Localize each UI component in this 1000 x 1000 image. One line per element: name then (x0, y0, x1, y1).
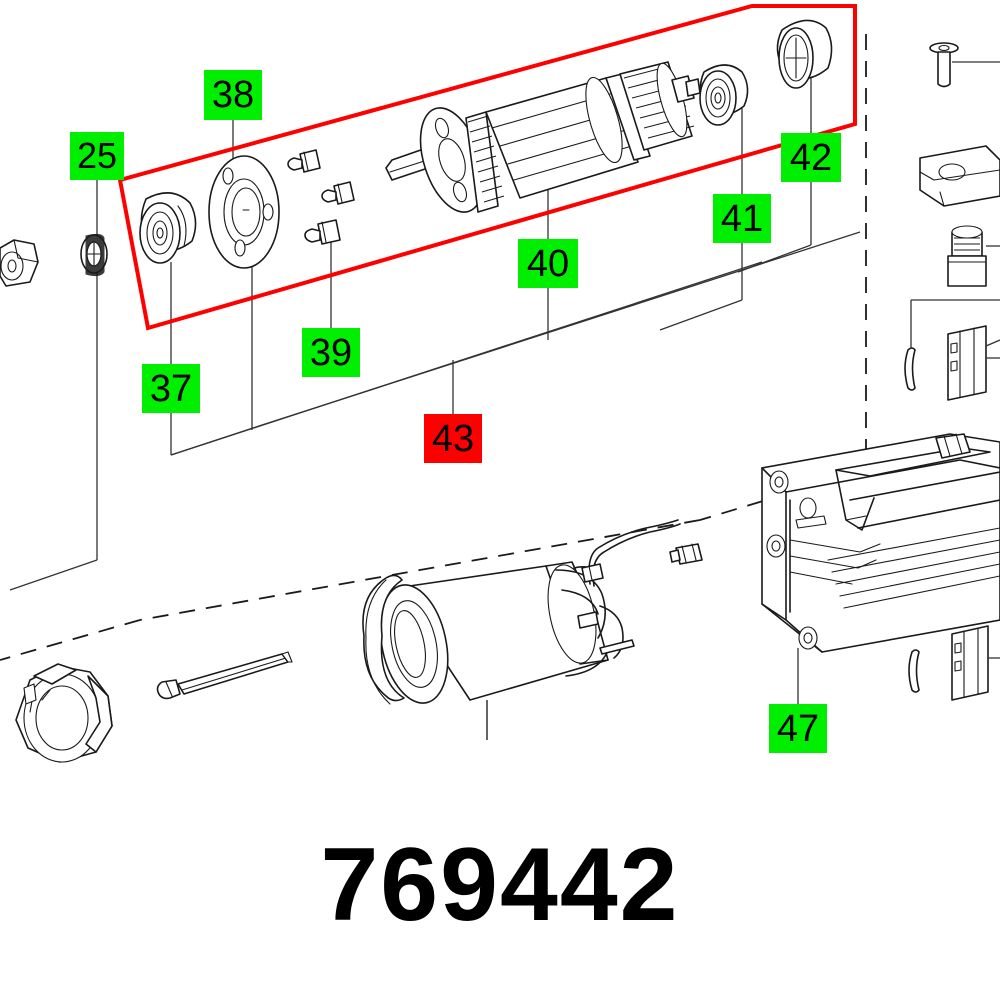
part-stator-field-coil (362, 519, 703, 740)
callout-43[interactable]: 43 (424, 414, 482, 463)
part-gear-housing-left (15, 663, 113, 763)
callout-39[interactable]: 39 (302, 328, 360, 377)
part-brush-holder (947, 325, 1000, 401)
part-number-label: 769442 (320, 827, 680, 943)
part-carbon-brush (947, 225, 1000, 287)
part-40-armature-rotor (385, 61, 701, 213)
callout-41[interactable]: 41 (713, 194, 771, 243)
part-39-rivet-pins (287, 149, 355, 245)
callout-38[interactable]: 38 (204, 70, 262, 120)
part-spring-clip (904, 299, 1000, 391)
callout-42[interactable]: 42 (781, 133, 841, 182)
part-42-bearing-ring (776, 19, 833, 89)
callout-25[interactable]: 25 (70, 132, 124, 180)
part-41-ball-bearing-rear (699, 64, 749, 126)
part-flat-screw (929, 42, 1000, 88)
part-47-motor-housing (761, 433, 1000, 653)
part-25-spacer-ring (80, 233, 108, 277)
part-37-ball-bearing-front (139, 192, 197, 264)
small-parts-right-column (904, 42, 1000, 701)
leader-lines (9, 60, 861, 740)
callout-47[interactable]: 47 (769, 704, 827, 753)
armature-assembly-selection[interactable] (117, 4, 857, 331)
part-long-screw (156, 651, 293, 700)
part-38-bearing-flange (208, 155, 280, 269)
part-cap-plate (919, 145, 1000, 207)
part-left-nut (0, 239, 39, 287)
part-spring-clip-lower (908, 649, 920, 693)
callout-40[interactable]: 40 (518, 239, 578, 288)
part-brush-holder-lower (951, 625, 1000, 701)
callout-37[interactable]: 37 (142, 364, 200, 413)
